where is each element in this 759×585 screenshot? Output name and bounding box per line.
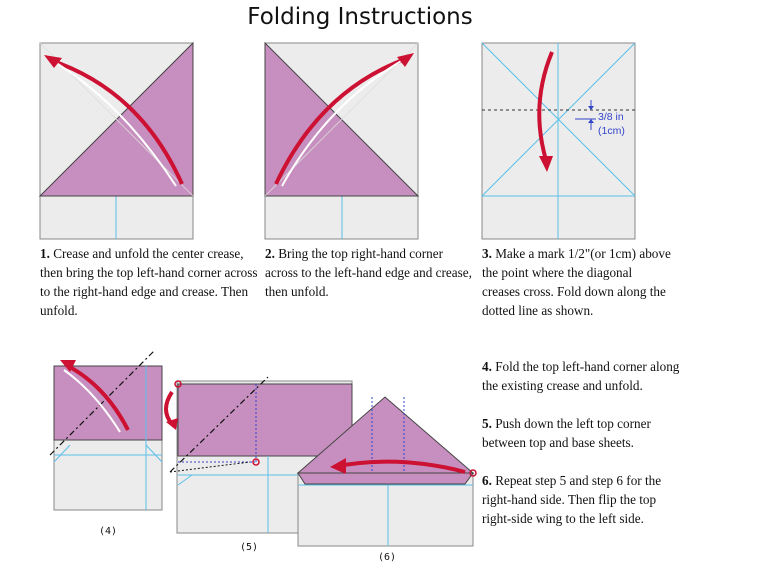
step-1-number: 1. [40, 246, 50, 261]
step-5-body: Push down the left top corner between to… [482, 416, 651, 450]
step-4-text: 4. Fold the top left-hand corner along t… [482, 357, 682, 395]
step-5-text: 5. Push down the left top corner between… [482, 414, 672, 452]
measure-label-cm: (1cm) [598, 125, 625, 137]
step-3-body: Make a mark 1/2"(or 1cm) above the point… [482, 246, 671, 318]
step-1-body: Crease and unfold the center crease, the… [40, 246, 258, 318]
caption-5: (5) [240, 542, 259, 553]
caption-6: (6) [378, 552, 397, 563]
caption-4: (4) [99, 526, 118, 537]
step-6-text: 6. Repeat step 5 and step 6 for the righ… [482, 471, 682, 528]
step-3-text: 3. Make a mark 1/2"(or 1cm) above the po… [482, 244, 672, 320]
step-2-number: 2. [265, 246, 275, 261]
step-3-number: 3. [482, 246, 492, 261]
step-5-number: 5. [482, 416, 492, 431]
step-2-text: 2. Bring the top right-hand corner acros… [265, 244, 477, 301]
step-6-body: Repeat step 5 and step 6 for the right-h… [482, 473, 662, 526]
step-4-number: 4. [482, 359, 492, 374]
measure-label-in: 3/8 in [598, 111, 624, 123]
step-6-number: 6. [482, 473, 492, 488]
step-4-body: Fold the top left-hand corner along the … [482, 359, 680, 393]
page-title: Folding Instructions [247, 4, 473, 30]
step-1-text: 1. Crease and unfold the center crease, … [40, 244, 264, 320]
step-2-body: Bring the top right-hand corner across t… [265, 246, 472, 299]
